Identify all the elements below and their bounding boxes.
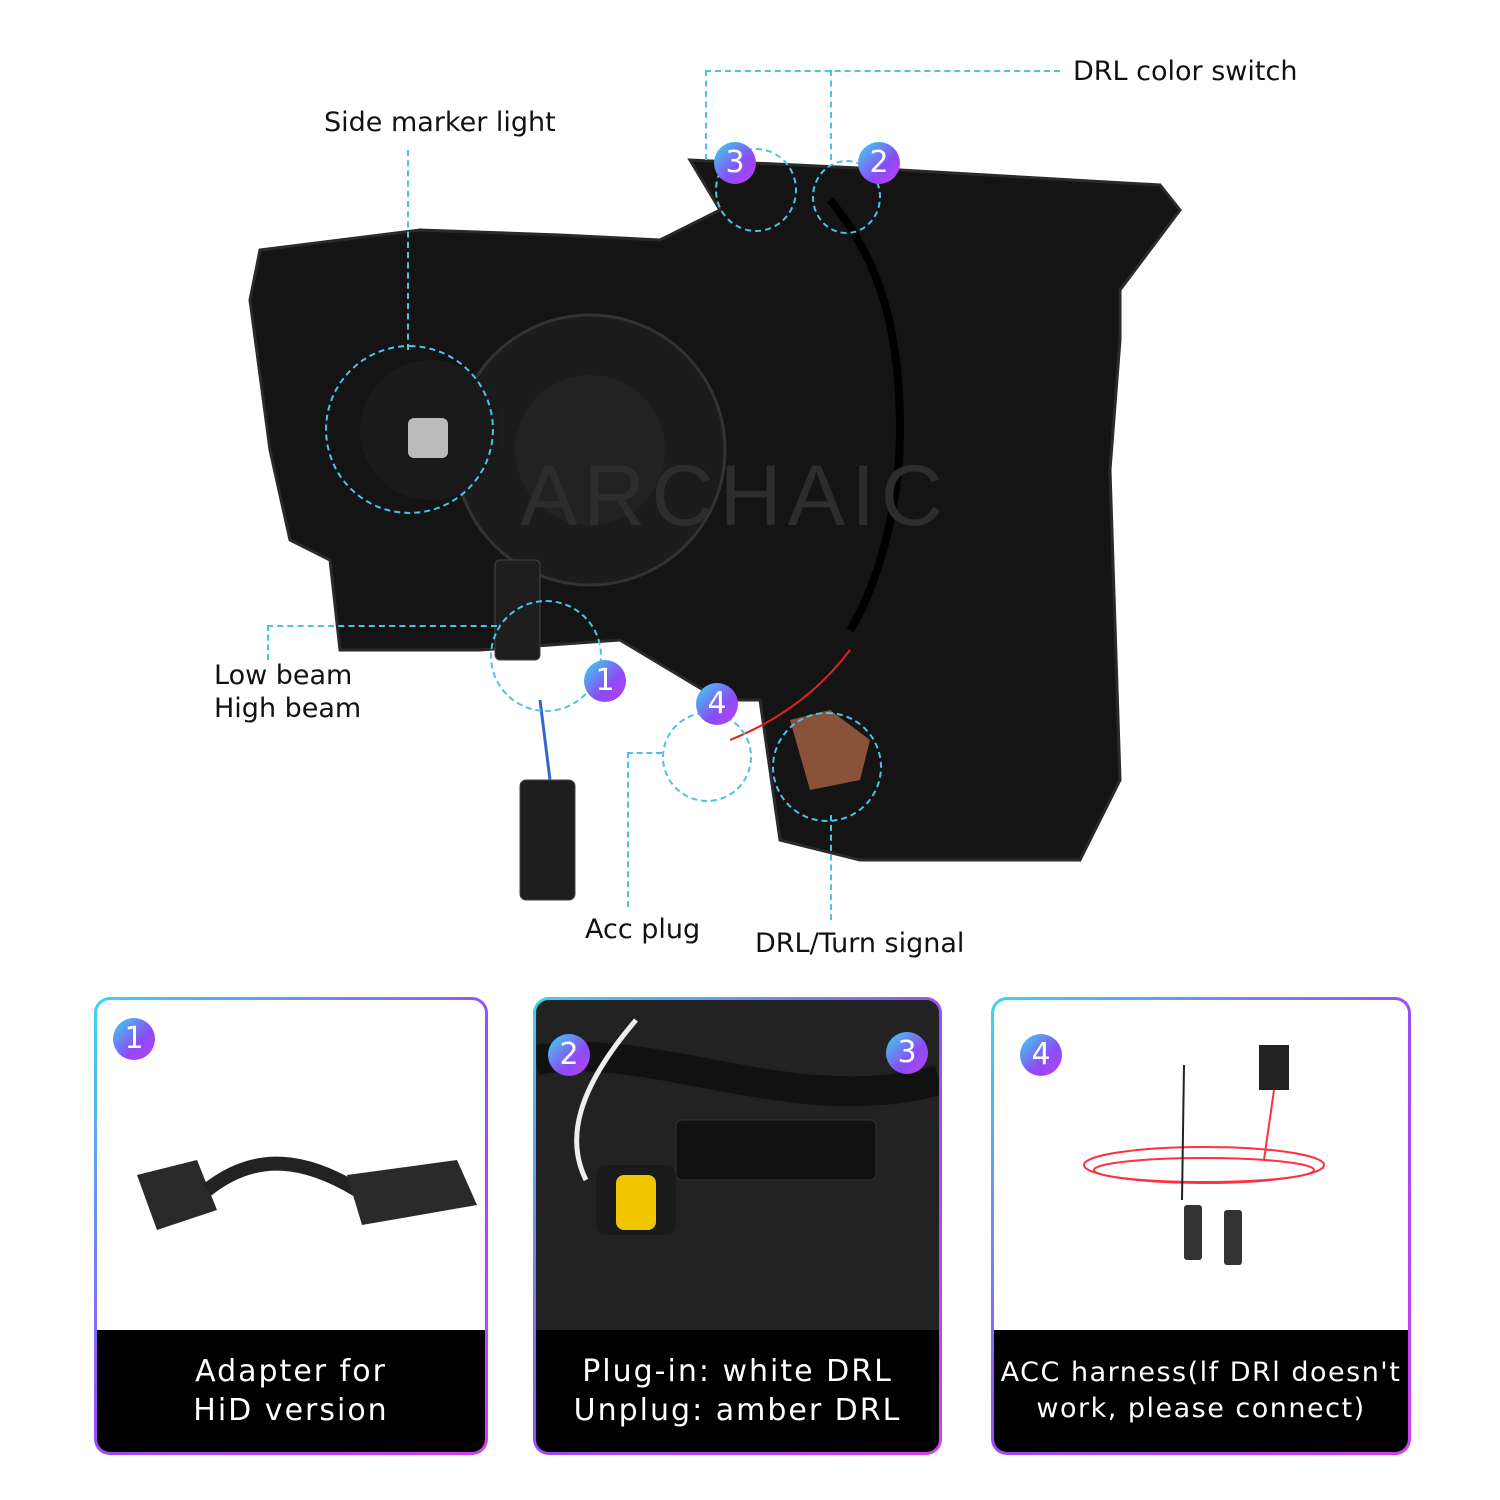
highlight-ring [812, 160, 881, 234]
badge-1: 1 [584, 660, 626, 702]
caption-line: Adapter for [195, 1354, 387, 1389]
highlight-ring [325, 345, 494, 514]
caption-line: HiD version [193, 1393, 389, 1428]
label-high-beam: High beam [214, 693, 362, 724]
label-side-marker-light: Side marker light [324, 107, 556, 138]
headlight-housing-image: ARCHAIC [248, 158, 1182, 901]
leader-line [705, 70, 707, 160]
leader-line [267, 625, 269, 660]
badge-4: 4 [1020, 1034, 1062, 1076]
highlight-ring [662, 712, 752, 802]
highlight-ring [490, 600, 602, 712]
card-drl-switch: 2 3 Plug-in: white DRL Unplug: amber DRL [533, 997, 942, 1455]
watermark-logo: ARCHAIC [520, 448, 949, 544]
caption-line: ACC harness(lf DRl doesn't [1000, 1357, 1402, 1388]
leader-line [627, 752, 662, 754]
badge-3: 3 [886, 1032, 928, 1074]
card-caption: Plug-in: white DRL Unplug: amber DRL [536, 1330, 939, 1452]
label-drl-turn-signal: DRL/Turn signal [755, 928, 965, 959]
card-acc-harness: 4 ACC harness(lf DRl doesn't work, pleas… [991, 997, 1411, 1455]
highlight-ring [772, 712, 882, 822]
hid-adapter-image [137, 1156, 477, 1230]
highlight-ring [715, 148, 797, 232]
label-drl-color-switch: DRL color switch [1073, 56, 1298, 87]
leader-line [407, 150, 409, 350]
badge-1: 1 [113, 1018, 155, 1060]
label-acc-plug: Acc plug [585, 914, 701, 945]
card-caption: Adapter for HiD version [97, 1330, 485, 1452]
badge-2: 2 [858, 142, 900, 184]
leader-line [830, 815, 832, 920]
acc-harness-image [1083, 1045, 1325, 1265]
card-caption: ACC harness(lf DRl doesn't work, please … [994, 1330, 1408, 1452]
caption-line: Unplug: amber DRL [573, 1393, 902, 1428]
leader-line [830, 70, 832, 160]
caption-line: work, please connect) [1036, 1393, 1366, 1424]
caption-line: Plug-in: white DRL [582, 1354, 893, 1389]
badge-4: 4 [696, 683, 738, 725]
badge-2: 2 [548, 1034, 590, 1076]
card-hid-adapter: 1 Adapter for HiD version [94, 997, 488, 1455]
leader-line [267, 625, 497, 627]
badge-3: 3 [714, 142, 756, 184]
leader-line [705, 70, 1060, 72]
leader-line [627, 752, 629, 907]
label-low-beam: Low beam [214, 660, 353, 691]
drl-connector-image [536, 1000, 939, 1330]
